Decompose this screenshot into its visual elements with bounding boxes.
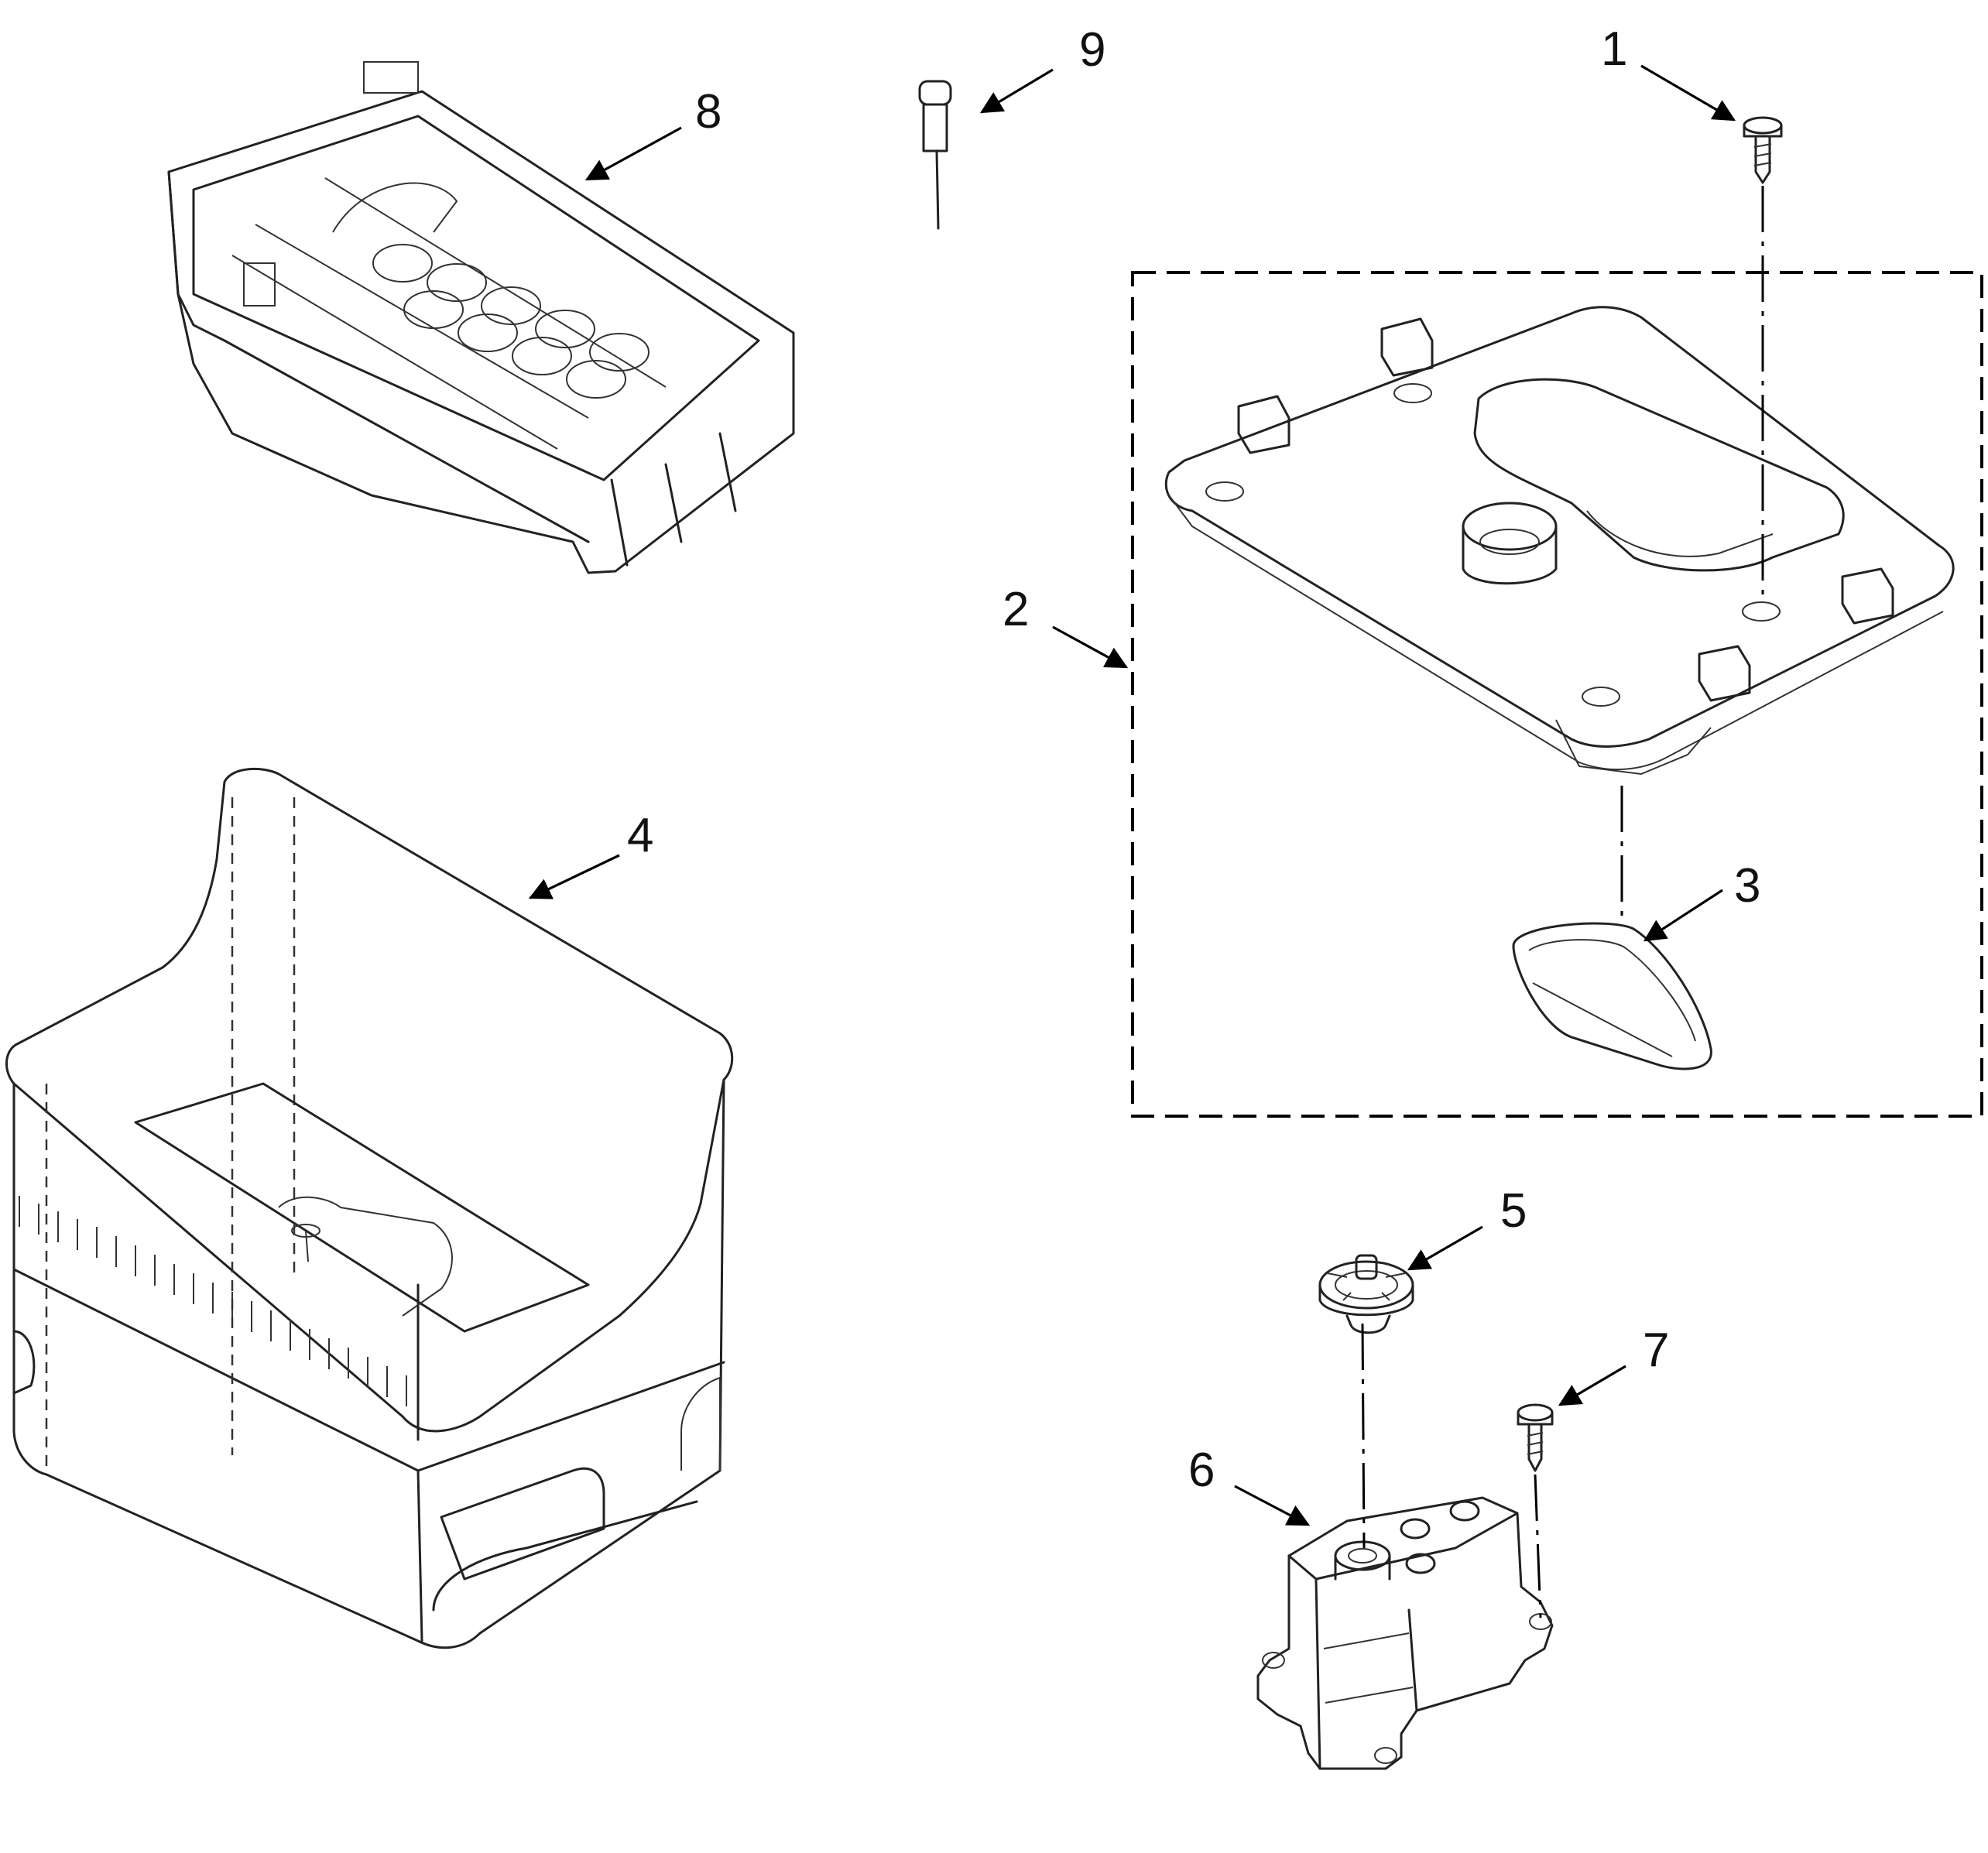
- part-2-housing-plate[interactable]: [1164, 306, 1955, 776]
- part-7-screw[interactable]: [1517, 1403, 1554, 1472]
- part-4-ice-bucket[interactable]: [5, 767, 734, 1649]
- callout-2: 2: [1003, 583, 1029, 636]
- callout-4: 4: [627, 809, 653, 862]
- callout-6: 6: [1188, 1444, 1215, 1497]
- part-3-grommet[interactable]: [1512, 922, 1712, 1070]
- callout-8: 8: [695, 85, 722, 139]
- part-8-ice-maker[interactable]: [167, 61, 795, 574]
- callout-7: 7: [1643, 1324, 1669, 1377]
- part-2-kit-boundary: [1131, 271, 1983, 1118]
- part-6-auger-motor[interactable]: [1256, 1496, 1554, 1770]
- assembly-centerlines: [1361, 186, 1764, 1618]
- part-1-screw[interactable]: [1743, 116, 1783, 184]
- part-9-pin[interactable]: [918, 80, 952, 230]
- bucket-vent-slots: [19, 1196, 407, 1406]
- part-5-coupler[interactable]: [1318, 1254, 1414, 1334]
- ice-mold-cups: [372, 244, 650, 399]
- mounting-clips: [1237, 317, 1894, 702]
- leader-arrows: [528, 64, 1736, 1526]
- callout-5: 5: [1500, 1184, 1527, 1238]
- callout-1: 1: [1601, 22, 1627, 76]
- callout-3: 3: [1734, 859, 1760, 913]
- callout-9: 9: [1079, 23, 1105, 77]
